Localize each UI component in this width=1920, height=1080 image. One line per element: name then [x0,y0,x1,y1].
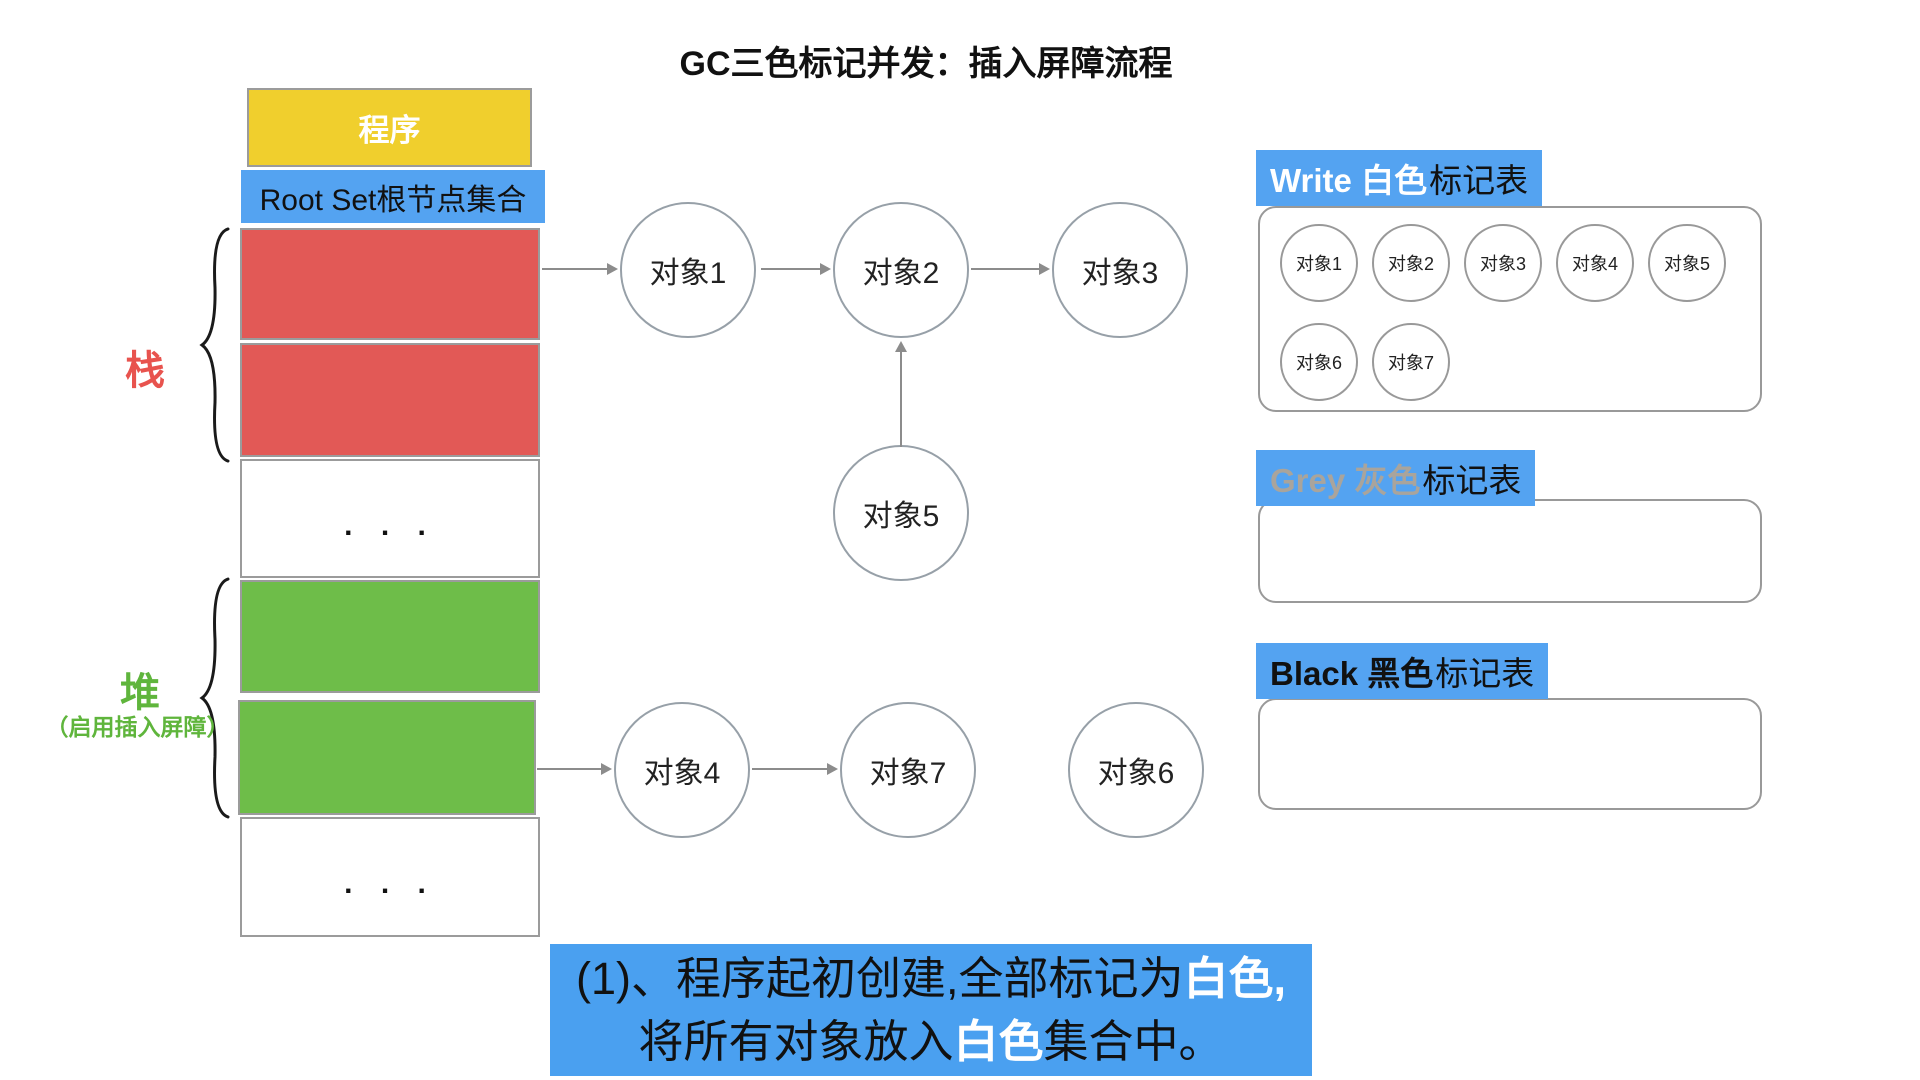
white-table-obj2: 对象2 [1372,224,1450,302]
node-obj7: 对象7 [840,702,976,838]
stack-brace [199,227,230,463]
caption-line1-em: 白色, [1183,953,1287,1004]
white-table-title-highlight: Write 白色 [1270,162,1428,199]
white-table-title-rest: 标记表 [1429,162,1529,199]
page-title: GC三色标记并发：插入屏障流程 [679,45,1173,83]
node-obj6: 对象6 [1068,702,1204,838]
arrow-obj1-to-obj2 [761,263,831,275]
arrow-heap-to-obj4 [537,763,612,775]
black-mark-table [1258,698,1762,810]
program-box: 程序 [247,88,532,167]
arrow-rootset-to-obj1 [542,263,618,275]
step-caption: (1)、程序起初创建,全部标记为白色, 将所有对象放入白色集合中。 [550,944,1312,1076]
caption-line2-em: 白色 [953,1016,1044,1067]
arrow-obj4-to-obj7 [752,763,838,775]
white-table-obj4: 对象4 [1556,224,1634,302]
grey-mark-table [1258,499,1762,603]
node-obj2: 对象2 [833,202,969,338]
stack-ellipsis: . . . [344,508,436,542]
black-mark-table-header: Black 黑色标记表 [1256,643,1549,699]
heap-slot-2 [238,700,536,815]
white-table-obj5: 对象5 [1648,224,1726,302]
node-obj1: 对象1 [620,202,756,338]
grey-table-title-rest: 标记表 [1422,462,1522,499]
program-label: 程序 [358,113,421,148]
white-table-obj1: 对象1 [1280,224,1358,302]
arrow-obj2-to-obj3 [971,263,1050,275]
heap-label: 堆 [120,671,160,715]
node-obj4: 对象4 [614,702,750,838]
root-set-label: Root Set根节点集合 [259,183,527,217]
stack-ellipsis-box: . . . [240,459,540,578]
black-table-title-rest: 标记表 [1435,655,1535,692]
black-table-title-highlight: Black 黑色 [1270,655,1434,692]
heap-note: （启用插入屏障） [45,714,230,740]
heap-ellipsis-box: . . . [240,817,540,937]
arrow-obj5-to-obj2 [895,341,907,447]
heap-slot-1 [240,580,540,693]
stack-slot-1 [240,228,540,340]
caption-line2-text: 将所有对象放入 [638,1016,954,1067]
white-mark-table-header: Write 白色标记表 [1256,150,1543,206]
caption-line-1: (1)、程序起初创建,全部标记为白色, [576,947,1286,1010]
caption-line-2: 将所有对象放入白色集合中。 [638,1010,1223,1073]
node-obj3: 对象3 [1052,202,1188,338]
stack-label: 栈 [125,349,165,393]
caption-line2-post: 集合中。 [1043,1016,1224,1067]
heap-brace [199,577,230,819]
heap-ellipsis: . . . [344,867,436,900]
grey-table-title-highlight: Grey 灰色 [1270,462,1421,499]
white-table-obj3: 对象3 [1464,224,1542,302]
stack-slot-2 [240,343,540,457]
white-table-obj7: 对象7 [1372,323,1450,401]
node-obj5: 对象5 [833,445,969,581]
grey-mark-table-header: Grey 灰色标记表 [1256,450,1536,506]
white-mark-table: 对象1 对象2 对象3 对象4 对象5 对象6 对象7 [1258,206,1762,412]
white-table-obj6: 对象6 [1280,323,1358,401]
caption-line1-text: (1)、程序起初创建,全部标记为 [575,953,1184,1004]
root-set-box: Root Set根节点集合 [241,170,545,223]
